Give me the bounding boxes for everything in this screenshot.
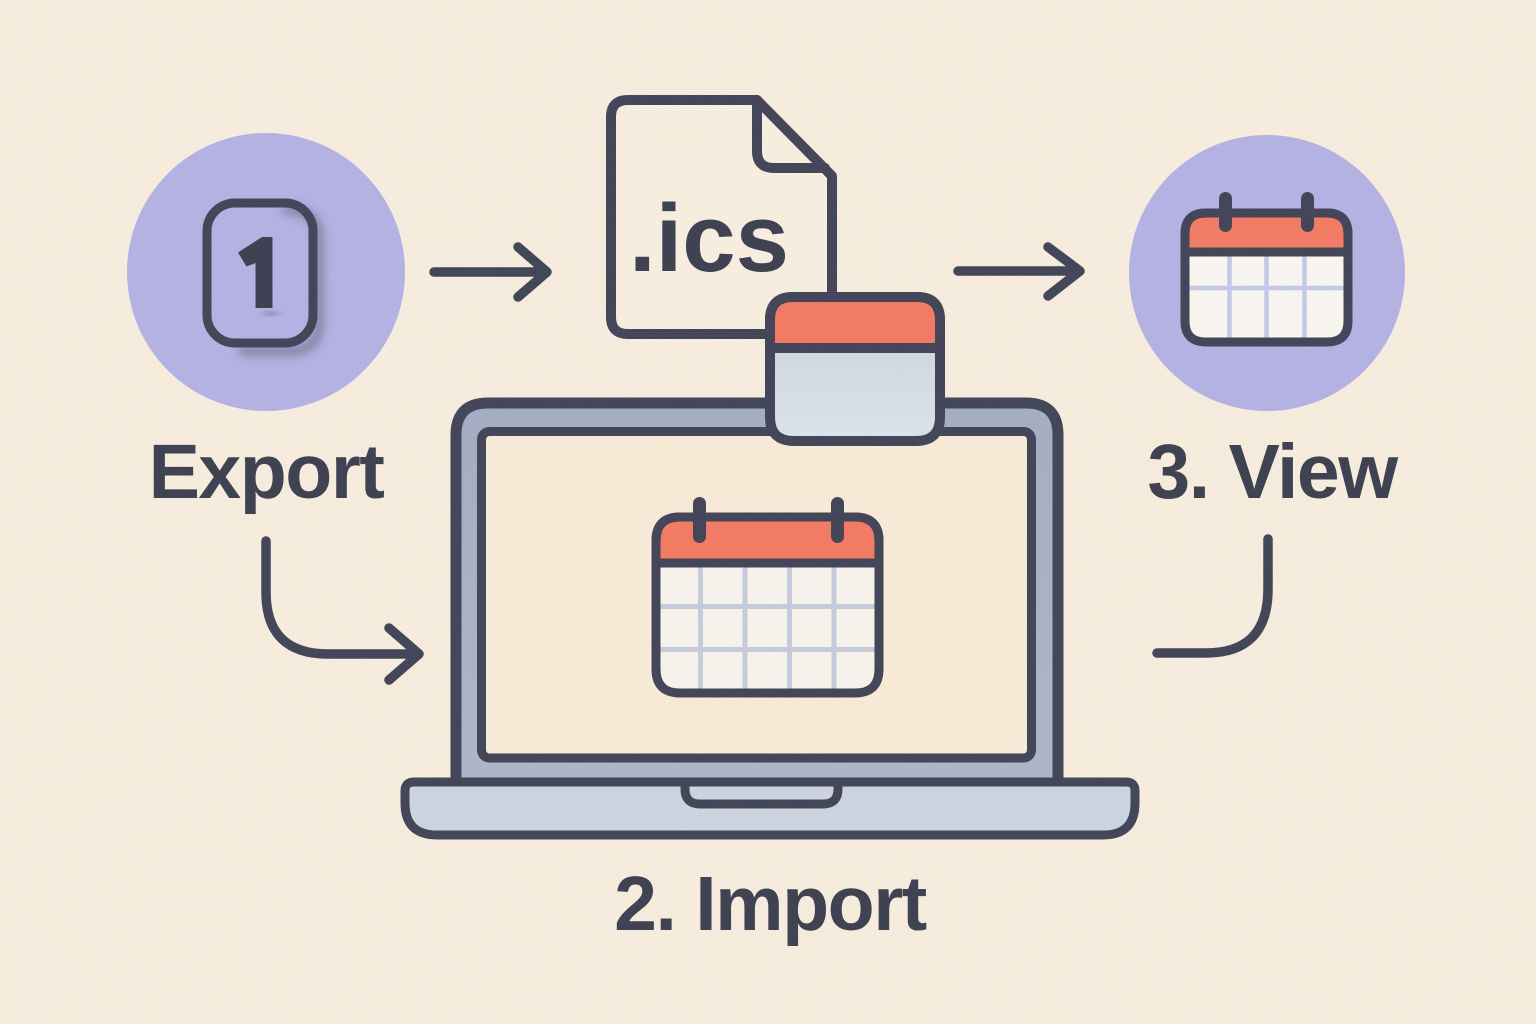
illustration-canvas: Export .ics <box>0 0 1536 1024</box>
grain-texture <box>0 0 1536 1024</box>
